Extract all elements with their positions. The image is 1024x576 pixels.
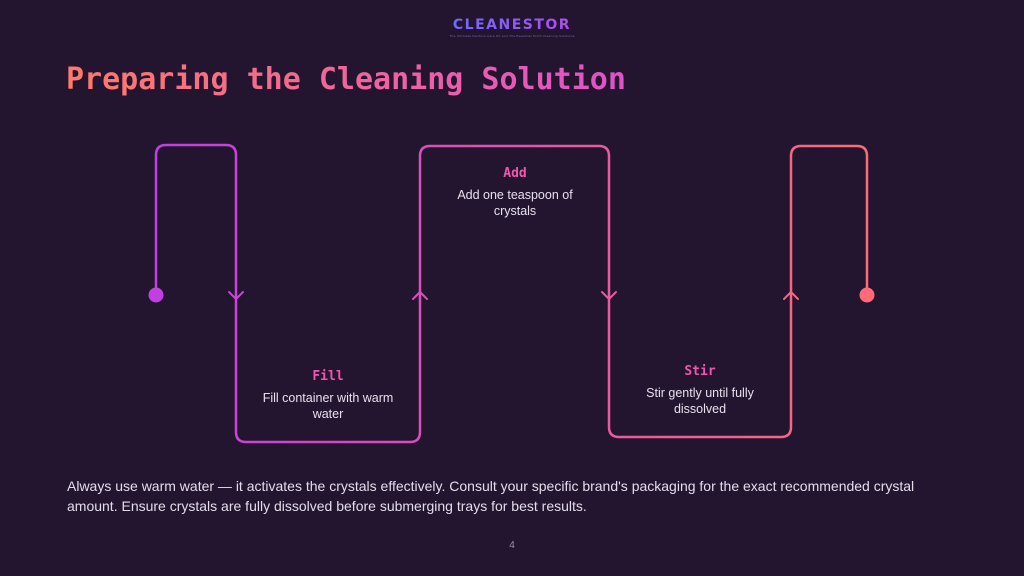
- arrow-down-icon: [601, 291, 617, 300]
- step-description: Stir gently until fully dissolved: [646, 386, 754, 416]
- slide-title: Preparing the Cleaning Solution: [66, 62, 626, 97]
- brand-tagline: The Ultimate Denture Care Kit and The Es…: [449, 34, 575, 38]
- step-title: Stir: [684, 364, 716, 379]
- start-node-dot: [148, 287, 164, 303]
- brand-name: CLEANESTOR: [452, 17, 572, 33]
- step-description: Add one teaspoon of crystals: [457, 188, 573, 218]
- page-number: 4: [509, 540, 515, 551]
- step-description: Fill container with warm water: [262, 391, 394, 421]
- arrow-up-icon: [412, 291, 428, 300]
- footnote-text: Always use warm water — it activates the…: [67, 478, 915, 514]
- step-title: Add: [503, 166, 527, 181]
- end-node-dot: [859, 287, 875, 303]
- step-title: Fill: [312, 369, 344, 384]
- step-stir: Stir Stir gently until fully dissolved: [625, 364, 775, 417]
- step-add: Add Add one teaspoon of crystals: [440, 166, 590, 219]
- step-fill: Fill Fill container with warm water: [253, 369, 403, 422]
- brand-logo: CLEANESTOR The Ultimate Denture Care Kit…: [0, 14, 1024, 38]
- arrow-down-icon: [228, 291, 244, 300]
- arrow-up-icon: [783, 291, 799, 300]
